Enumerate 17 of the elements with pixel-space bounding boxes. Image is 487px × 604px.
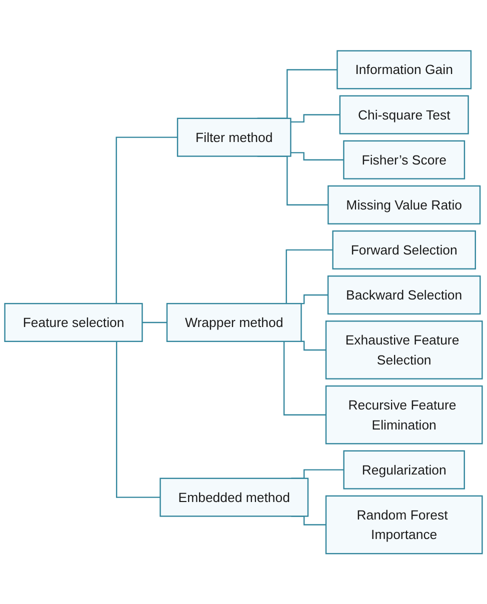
- connector: [290, 152, 344, 160]
- node-box: Filter method: [176, 118, 292, 157]
- node-box: Embedded method: [160, 478, 309, 517]
- node-box: Regularization: [343, 450, 465, 490]
- node-box: Feature selection: [4, 302, 143, 342]
- node-box: Wrapper method: [166, 302, 302, 342]
- connector: [290, 114, 340, 122]
- node-box: Random Forest Importance: [325, 495, 483, 554]
- node-box: Forward Selection: [332, 230, 476, 270]
- node-box: Exhaustive Feature Selection: [325, 320, 483, 380]
- node-box: Information Gain: [336, 50, 472, 90]
- node-box: Fisher’s Score: [343, 140, 466, 180]
- node-box: Recursive Feature Elimination: [325, 385, 483, 444]
- node-box: Chi-square Test: [339, 95, 469, 134]
- node-box: Missing Value Ratio: [328, 185, 481, 224]
- connector: [142, 322, 167, 323]
- node-box: Backward Selection: [327, 275, 481, 314]
